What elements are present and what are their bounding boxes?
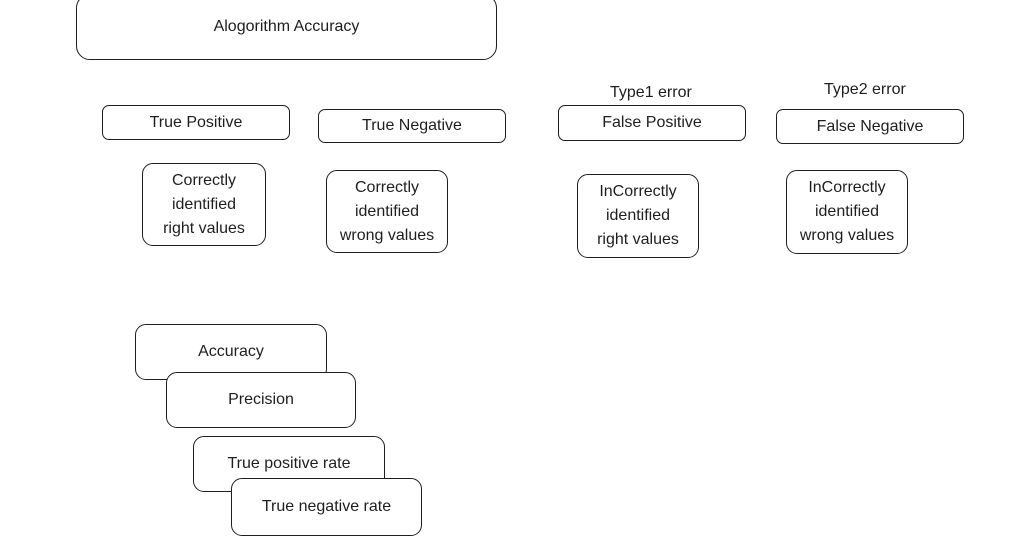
description-line: Correctly	[354, 178, 419, 196]
true-positive-rate-label: True positive rate	[227, 455, 351, 472]
description-line: InCorrectly	[599, 183, 677, 200]
true-negative-rate-label: True negative rate	[261, 498, 392, 515]
description-line: identified	[354, 202, 420, 220]
description-line: Correctly	[171, 171, 236, 189]
description-line: right values	[163, 219, 245, 237]
type1-error-annotation: Type1 error	[610, 84, 692, 101]
description-line: InCorrectly	[808, 179, 886, 196]
title-label: Alogorithm Accuracy	[213, 18, 360, 35]
false-positive-box: False Positive	[558, 105, 746, 141]
description-line: wrong values	[339, 226, 435, 244]
description-line: identified	[605, 207, 671, 224]
type2-error-annotation: Type2 error	[824, 81, 906, 98]
false-positive-description: InCorrectly identified right values	[577, 174, 699, 258]
false-positive-label: False Positive	[602, 114, 702, 131]
description-line: identified	[171, 195, 237, 213]
false-negative-description: InCorrectly identified wrong values	[786, 170, 908, 254]
true-negative-label: True Negative	[362, 117, 462, 134]
true-negative-rate-box: True negative rate	[231, 478, 422, 536]
true-positive-label: True Positive	[149, 113, 243, 131]
true-positive-box: True Positive	[102, 105, 290, 140]
precision-label: Precision	[228, 391, 294, 408]
accuracy-label: Accuracy	[198, 343, 264, 360]
false-negative-box: False Negative	[776, 109, 964, 144]
description-line: wrong values	[799, 227, 895, 244]
accuracy-box: Accuracy	[135, 324, 327, 380]
true-positive-description: Correctly identified right values	[142, 163, 266, 246]
description-line: identified	[814, 203, 880, 220]
false-negative-label: False Negative	[816, 117, 924, 135]
precision-box: Precision	[166, 372, 356, 428]
description-line: right values	[597, 231, 679, 248]
true-negative-description: Correctly identified wrong values	[326, 170, 448, 253]
true-negative-box: True Negative	[318, 109, 506, 143]
title-box: Alogorithm Accuracy	[76, 0, 497, 60]
